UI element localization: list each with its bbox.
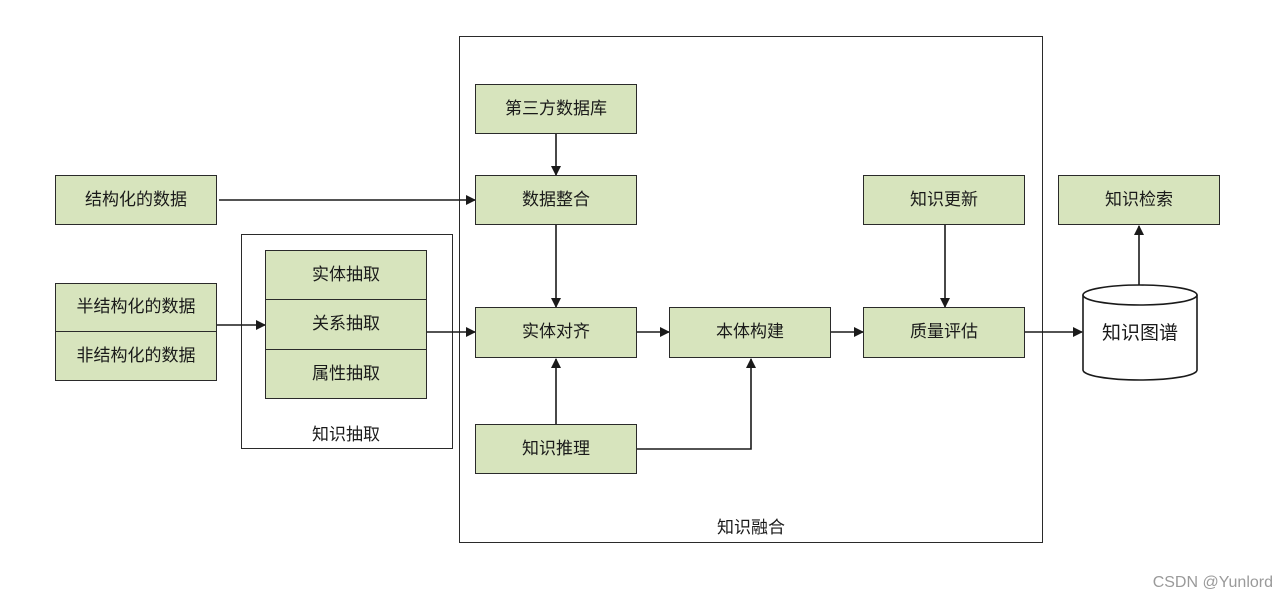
third-party-database-box: 第三方数据库 (475, 84, 637, 134)
knowledge-update-box: 知识更新 (863, 175, 1025, 225)
watermark: CSDN @Yunlord (1152, 574, 1273, 591)
relation-extraction-box: 关系抽取 (265, 299, 427, 350)
knowledge-retrieval-box: 知识检索 (1058, 175, 1220, 225)
attribute-extraction-box: 属性抽取 (265, 349, 427, 399)
structured-data-box: 结构化的数据 (55, 175, 217, 225)
knowledge-fusion-label: 知识融合 (670, 518, 832, 538)
knowledge-graph-label: 知识图谱 (1101, 322, 1178, 344)
data-integration-box: 数据整合 (475, 175, 637, 225)
quality-assessment-box: 质量评估 (863, 307, 1025, 358)
knowledge-fusion-frame (459, 36, 1043, 543)
knowledge-reasoning-box: 知识推理 (475, 424, 637, 474)
knowledge-extraction-label: 知识抽取 (266, 425, 426, 445)
unstructured-data-box: 非结构化的数据 (55, 331, 217, 381)
entity-alignment-box: 实体对齐 (475, 307, 637, 358)
knowledge-extraction-frame (241, 234, 453, 449)
ontology-construction-box: 本体构建 (669, 307, 831, 358)
knowledge-graph-cylinder (1082, 284, 1198, 381)
semi-structured-data-box: 半结构化的数据 (55, 283, 217, 332)
entity-extraction-box: 实体抽取 (265, 250, 427, 300)
arrow-reasoning-to-ontology (637, 358, 756, 450)
